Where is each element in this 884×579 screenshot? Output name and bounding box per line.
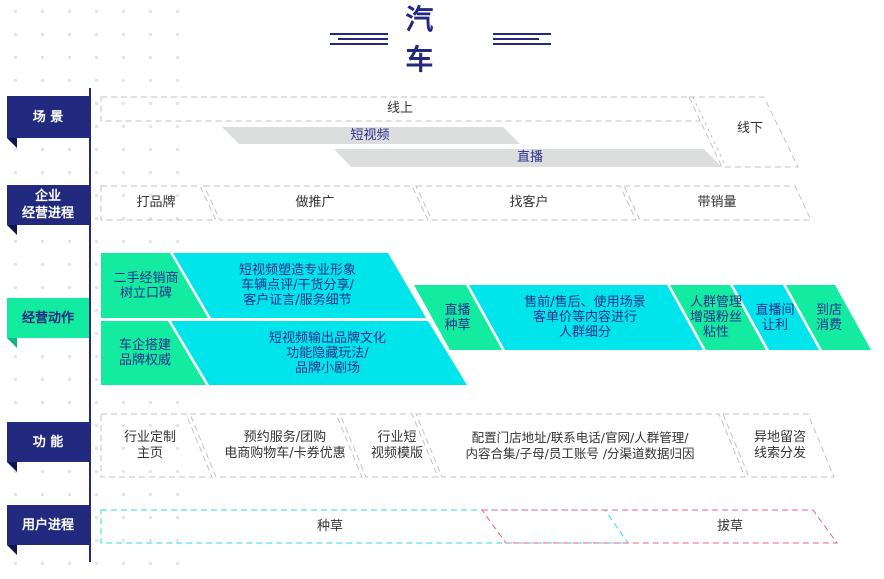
row-tag-label: 用户进程	[21, 517, 74, 533]
scene-short-video-label: 短视频	[350, 127, 390, 143]
scene-online-label: 线上	[386, 101, 413, 116]
axis-vertical-line	[89, 88, 91, 562]
row-tag-actions: 经营动作	[7, 298, 89, 348]
progress-stage-1: 打品牌	[136, 195, 176, 210]
row-tag-label: 场 景	[32, 109, 64, 125]
row-tag-label: 经营动作	[21, 310, 74, 326]
action-shape-6	[469, 285, 703, 350]
action-label-8: 直播间 让利	[755, 302, 795, 333]
action-shape-1	[101, 253, 208, 318]
scene-live-label: 直播	[516, 150, 543, 165]
row-tag-user: 用户进程	[7, 505, 89, 555]
feature-label-1: 行业定制 主页	[123, 429, 176, 461]
scene-live-band	[334, 149, 722, 167]
action-shape-9	[786, 285, 871, 350]
action-shape-7	[670, 285, 766, 350]
progress-stage-2: 做推广	[295, 195, 335, 210]
action-label-3: 车企搭建 品牌权威	[118, 338, 171, 368]
action-shape-4	[171, 321, 467, 385]
feature-label-5: 异地留咨 线索分发	[753, 429, 806, 461]
feature-boxes	[100, 413, 835, 478]
action-label-9: 到店 消费	[815, 302, 842, 333]
scene-short-video-band	[222, 127, 520, 144]
row-tag-label: 企业 经营进程	[21, 189, 74, 221]
progress-boxes	[100, 185, 812, 221]
action-label-6: 售前/售后、使用场景 客单价等内容进行 人群细分	[524, 295, 646, 340]
action-label-1: 二手经销商 树立口碑	[113, 270, 179, 301]
feature-label-2: 预约服务/团购 电商购物车/卡券优惠	[224, 429, 346, 461]
progress-stage-4: 带销量	[697, 195, 737, 210]
title-block: 汽车	[330, 3, 551, 76]
row-tag-scene: 场 景	[7, 96, 89, 148]
action-shape-8	[733, 285, 819, 350]
action-label-2: 短视频塑造专业形象 车辆点评/干货分享/ 客户证言/服务细节	[238, 263, 356, 308]
title-decoration-right	[492, 31, 551, 45]
feature-label-4: 配置门店地址/联系电话/官网/人群管理/ 内容合集/子母/员工账号 /分渠道数据…	[465, 429, 695, 461]
row-tag-progress: 企业 经营进程	[7, 185, 89, 235]
feature-label-3: 行业短 视频模版	[370, 429, 423, 461]
progress-stage-3: 找客户	[509, 195, 549, 210]
scene-offline-label: 线下	[736, 121, 763, 136]
action-label-5: 直播 种草	[444, 302, 471, 333]
page-title: 汽车	[405, 3, 448, 76]
action-shape-2	[173, 253, 426, 318]
title-decoration-left	[330, 31, 388, 45]
user-pull-label: 拔草	[716, 518, 743, 534]
user-seed-label: 种草	[316, 518, 343, 534]
row-tag-label: 功 能	[32, 434, 64, 450]
action-shape-5	[414, 285, 502, 350]
action-label-4: 短视频输出品牌文化 功能隐藏玩法/ 品牌小剧场	[268, 330, 386, 376]
user-pull-box	[481, 509, 838, 544]
hatch	[692, 96, 727, 168]
row-tag-features: 功 能	[7, 422, 89, 472]
action-label-7: 人群管理 增强粉丝 粘性	[689, 295, 742, 340]
scene-offline-box	[688, 96, 799, 168]
action-shape-3	[101, 321, 206, 385]
